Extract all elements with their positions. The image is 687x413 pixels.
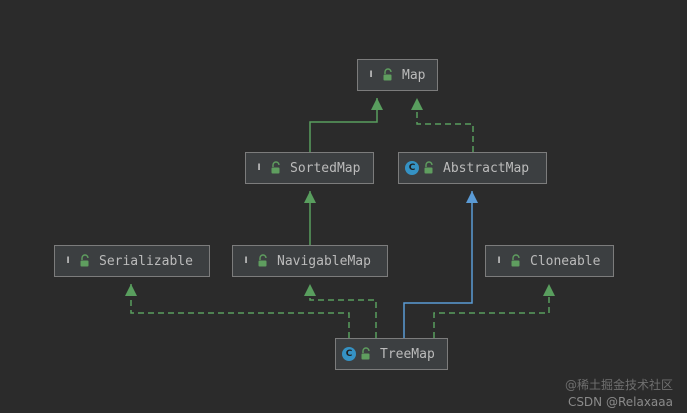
unlock-icon xyxy=(361,347,370,360)
unlock-icon xyxy=(271,161,280,174)
abstract-class-icon: C xyxy=(405,161,419,175)
arrowhead-map xyxy=(411,98,423,110)
unlock-icon xyxy=(383,68,392,81)
node-label: NavigableMap xyxy=(277,253,371,269)
node-cloneable[interactable]: I Cloneable xyxy=(485,245,614,277)
node-label: Cloneable xyxy=(530,253,601,269)
arrowhead-abstractmap xyxy=(466,191,478,203)
arrowhead-sortedmap xyxy=(304,191,316,203)
unlock-icon xyxy=(258,254,267,267)
arrowhead-map xyxy=(371,98,383,110)
watermark-csdn: CSDN @Relaxaaa xyxy=(567,395,673,409)
node-label: SortedMap xyxy=(290,160,361,176)
watermark-juejin: @稀土掘金技术社区 xyxy=(564,378,673,392)
interface-icon: I xyxy=(257,163,261,173)
unlock-icon xyxy=(511,254,520,267)
edge-treemap-to-cloneable xyxy=(433,284,550,338)
node-abstractmap[interactable]: C AbstractMap xyxy=(398,152,547,184)
unlock-icon xyxy=(80,254,89,267)
edge-sortedmap-to-map xyxy=(309,98,378,152)
edge-abstractmap-to-map xyxy=(416,98,474,152)
node-treemap[interactable]: C TreeMap xyxy=(335,338,448,370)
arrowhead-navigablemap xyxy=(304,284,316,296)
arrowhead-cloneable xyxy=(543,284,555,296)
interface-icon: I xyxy=(369,70,373,80)
node-label: AbstractMap xyxy=(443,160,530,176)
edge-treemap-to-navigablemap xyxy=(309,284,377,338)
node-navigablemap[interactable]: I NavigableMap xyxy=(232,245,388,277)
node-label: TreeMap xyxy=(380,346,435,362)
interface-icon: I xyxy=(66,256,70,266)
node-label: Map xyxy=(402,67,426,83)
edge-treemap-to-serializable xyxy=(130,284,350,338)
node-sortedmap[interactable]: I SortedMap xyxy=(245,152,374,184)
interface-icon: I xyxy=(244,256,248,266)
edge-treemap-to-abstractmap xyxy=(403,191,473,338)
arrowhead-serializable xyxy=(125,284,137,296)
node-serializable[interactable]: I Serializable xyxy=(54,245,210,277)
interface-icon: I xyxy=(497,256,501,266)
node-label: Serializable xyxy=(99,253,193,269)
unlock-icon xyxy=(424,161,433,174)
node-map[interactable]: I Map xyxy=(357,59,438,91)
class-icon: C xyxy=(342,347,356,361)
